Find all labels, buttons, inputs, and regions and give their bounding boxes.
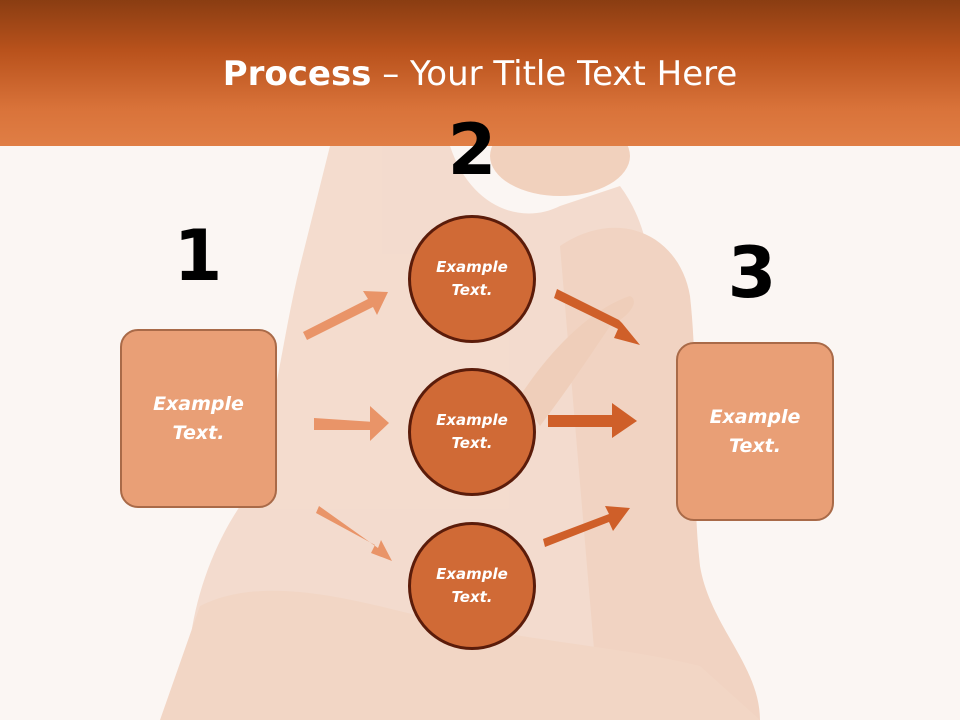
- title-bold: Process: [222, 54, 372, 94]
- arrow-left-to-middle: [314, 406, 389, 441]
- step-number-3: 3: [727, 232, 777, 314]
- circle-bottom: Example Text.: [408, 522, 536, 650]
- circle-middle-label: Example Text.: [436, 411, 508, 452]
- left-text-box: Example Text.: [120, 329, 277, 508]
- step-number-2: 2: [447, 109, 497, 191]
- circle-middle: Example Text.: [408, 368, 536, 496]
- arrow-middle-to-right: [548, 403, 637, 438]
- circle-top-label: Example Text.: [436, 258, 508, 299]
- circle-bottom-label: Example Text.: [436, 565, 508, 606]
- left-box-label: Example Text.: [153, 392, 244, 444]
- circle-top: Example Text.: [408, 215, 536, 343]
- arrow-bottom-to-right: [543, 506, 630, 547]
- right-text-box: Example Text.: [676, 342, 834, 521]
- arrow-top-to-right: [554, 289, 640, 345]
- title-rest: – Your Title Text Here: [371, 54, 738, 94]
- arrow-left-to-top: [303, 291, 388, 340]
- arrow-left-to-bottom: [316, 506, 392, 561]
- step-number-1: 1: [173, 215, 223, 297]
- slide-title: Process – Your Title Text Here: [0, 52, 960, 96]
- title-bar: [0, 0, 960, 146]
- right-box-label: Example Text.: [709, 405, 801, 457]
